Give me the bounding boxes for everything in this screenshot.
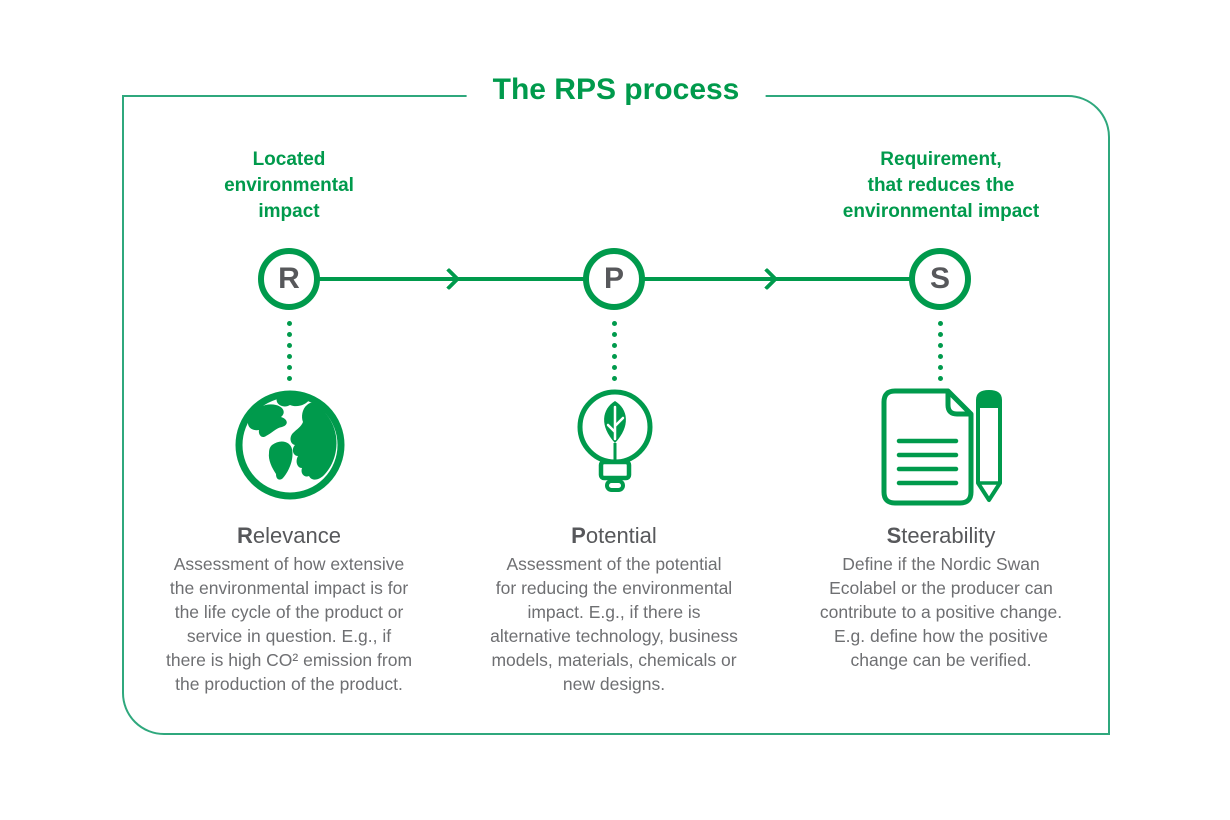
dotted-leader bbox=[612, 321, 617, 381]
diagram-title: The RPS process bbox=[466, 71, 766, 109]
heading-steerability-rest: teerability bbox=[901, 523, 996, 548]
heading-steerability-initial: S bbox=[886, 523, 902, 548]
dotted-leader bbox=[938, 321, 943, 381]
heading-relevance-initial: R bbox=[237, 523, 253, 548]
connector-p-to-s bbox=[643, 277, 911, 281]
heading-potential: Potential bbox=[454, 523, 774, 549]
description-steerability: Define if the Nordic Swan Ecolabel or th… bbox=[819, 554, 1063, 670]
label-located-environmental-impact: Located environmental impact bbox=[224, 149, 354, 222]
document-pencil-icon bbox=[881, 388, 1002, 506]
description-relevance: Assessment of how extensive the environm… bbox=[165, 554, 413, 694]
node-s: S bbox=[909, 248, 971, 310]
label-requirement-reduces-impact: Requirement, that reduces the environmen… bbox=[842, 149, 1040, 222]
description-potential: Assessment of the potential for reducing… bbox=[490, 554, 738, 694]
node-r-letter: R bbox=[278, 262, 300, 295]
heading-steerability: Steerability bbox=[781, 523, 1101, 549]
connector-r-to-p bbox=[318, 277, 585, 281]
heading-relevance-rest: elevance bbox=[252, 523, 341, 548]
globe-icon bbox=[235, 390, 345, 500]
heading-potential-rest: otential bbox=[585, 523, 657, 548]
lightbulb-leaf-icon bbox=[577, 389, 653, 492]
node-p-letter: P bbox=[603, 262, 624, 295]
heading-potential-initial: P bbox=[571, 523, 586, 548]
node-s-letter: S bbox=[929, 262, 950, 295]
dotted-leader bbox=[287, 321, 292, 381]
node-p: P bbox=[583, 248, 645, 310]
heading-relevance: Relevance bbox=[129, 523, 449, 549]
node-r: R bbox=[258, 248, 320, 310]
